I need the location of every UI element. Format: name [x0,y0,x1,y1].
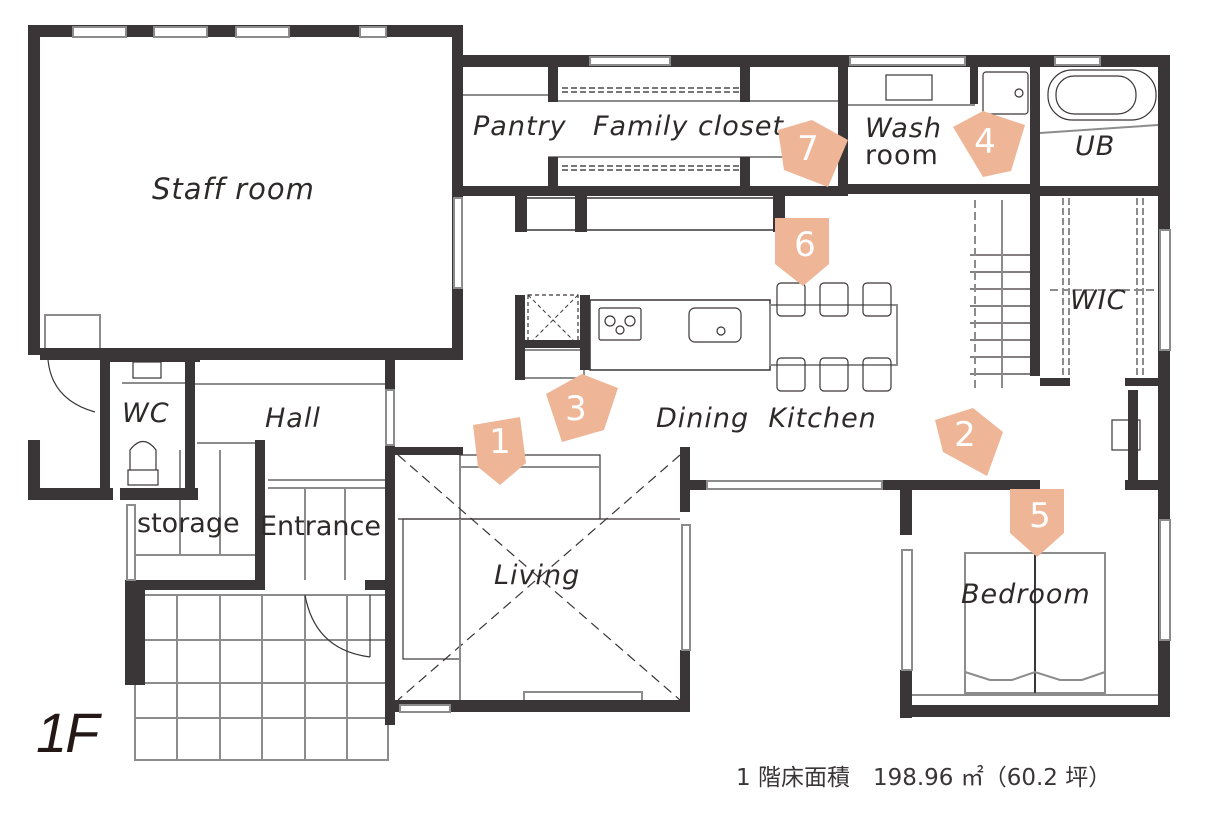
room-label-storage: storage [137,508,240,539]
room-label-wash-room: room [865,140,939,171]
view-marker-4[interactable]: 4 [953,111,1025,177]
room-label-ub: UB [1075,131,1116,162]
view-marker-5[interactable]: 5 [1010,489,1070,557]
floor-area-note: 1 階床面積 198.96 ㎡（60.2 坪） [736,765,1112,791]
view-marker-2[interactable]: 2 [935,408,1003,476]
room-label-wash: Wash [865,113,942,144]
room-label-wc: WC [122,398,170,429]
room-label-hall: Hall [265,403,321,434]
room-label-pantry: Pantry [473,111,567,142]
thin-lines [44,69,1160,761]
view-marker-6[interactable]: 6 [775,218,835,286]
view-marker-3[interactable]: 3 [546,374,618,444]
floor-label: 1F [36,701,99,764]
view-marker-1[interactable]: 1 [470,415,530,485]
pentagon-arrow-icon [473,417,526,485]
windows [72,26,1171,713]
room-label-dining-kitchen: Dining Kitchen [656,403,877,434]
room-label-entrance: Entrance [260,511,381,542]
room-label-wic: WIC [1070,285,1127,316]
room-label-staff-room: Staff room [152,172,315,206]
pentagon-arrow-icon [1010,489,1064,557]
room-label-bedroom: Bedroom [961,579,1091,610]
pentagon-arrow-icon [778,120,848,187]
pentagon-arrow-icon [775,218,829,286]
room-label-living: Living [494,560,581,591]
view-marker-7[interactable]: 7 [778,120,848,187]
pentagon-arrow-icon [953,111,1025,177]
pentagon-arrow-icon [935,408,1003,476]
pentagon-arrow-icon [546,374,618,442]
room-label-family-closet: Family closet [593,111,785,142]
